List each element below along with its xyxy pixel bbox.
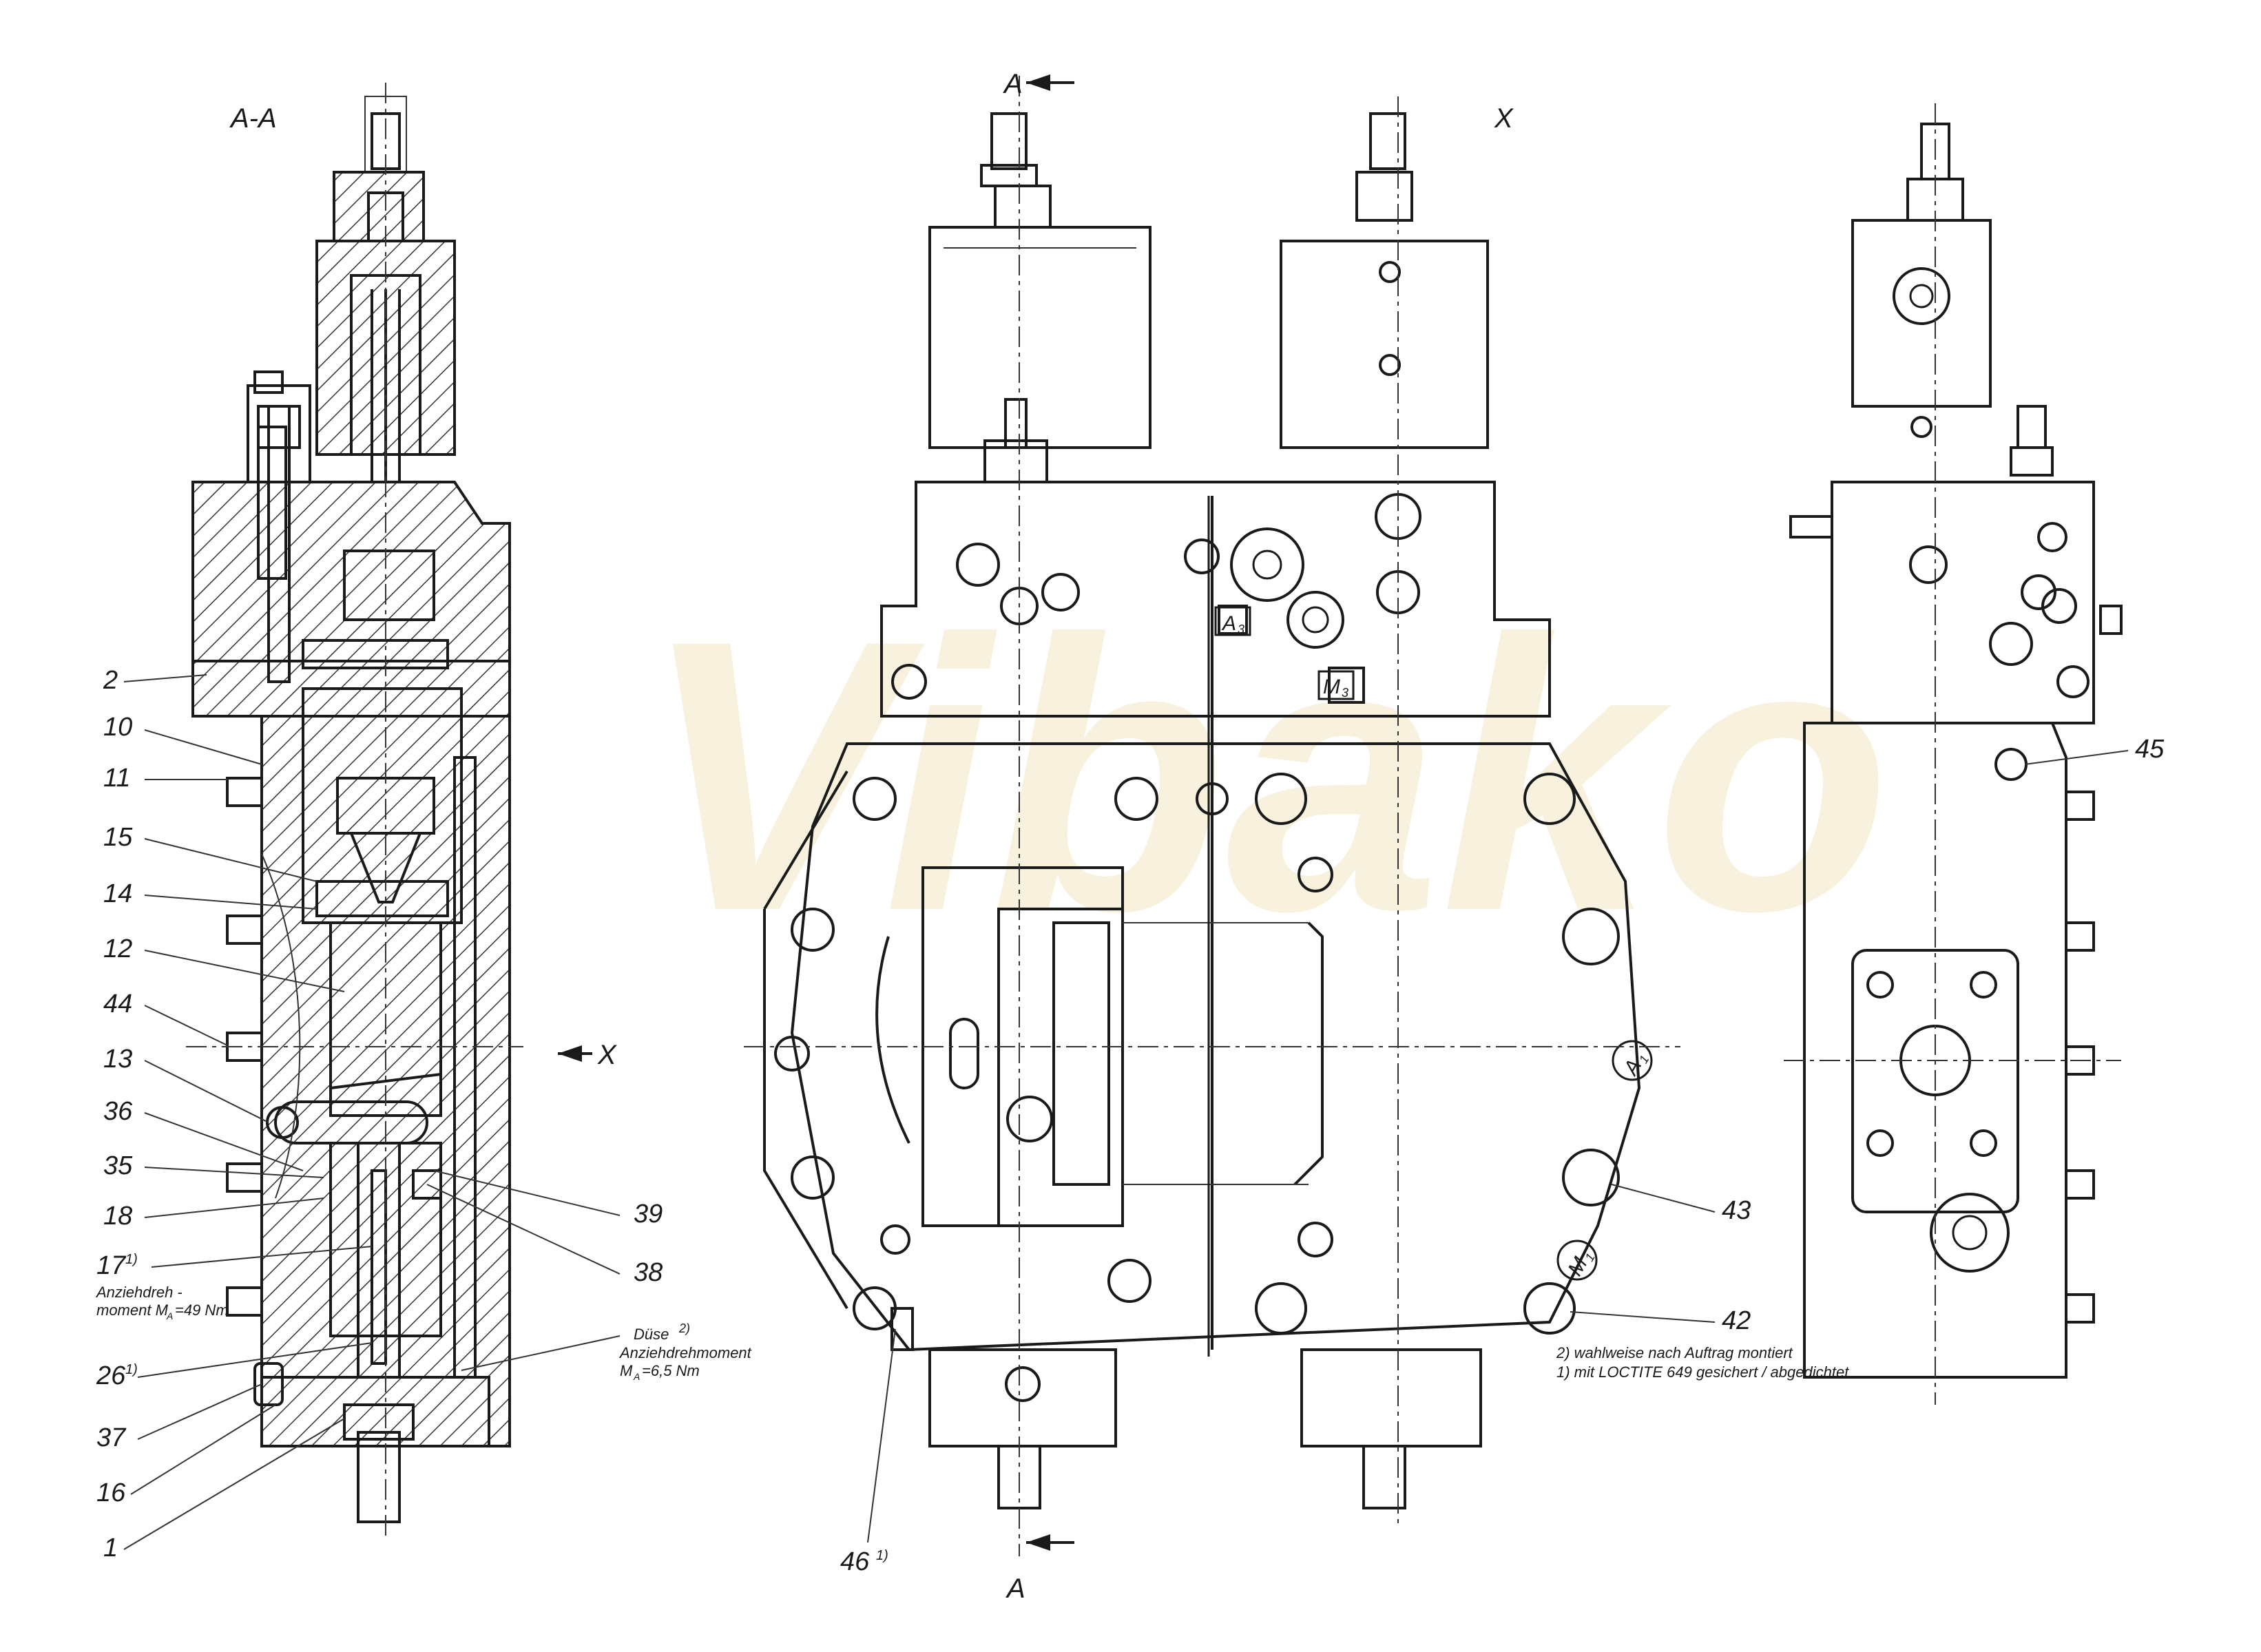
part-number: 14 (103, 879, 132, 908)
superscript: 1) (125, 1362, 138, 1377)
svg-text:Anziehdreh -: Anziehdreh - (95, 1284, 183, 1301)
part-number: 17 (96, 1251, 127, 1280)
footnotes: 2) wahlweise nach Auftrag montiert 1) mi… (1556, 1344, 1849, 1381)
part-number: 2 (103, 666, 118, 695)
svg-text:A: A (1221, 612, 1236, 635)
svg-text:3: 3 (1342, 686, 1348, 700)
svg-text:M: M (620, 1362, 633, 1379)
part-number: 43 (1722, 1196, 1751, 1225)
view-arrow-x: X (558, 1040, 617, 1070)
part-number: 12 (103, 934, 132, 963)
footnote-1: 1) mit LOCTITE 649 gesichert / abgedicht… (1556, 1363, 1849, 1381)
center-view (744, 74, 1680, 1556)
svg-text:Anziehdrehmoment: Anziehdrehmoment (618, 1344, 752, 1361)
part-number: 35 (103, 1151, 133, 1180)
svg-text:3: 3 (1238, 623, 1244, 636)
svg-text:2): 2) (678, 1321, 690, 1335)
duese-note: Düse 2) Anziehdrehmoment M A =6,5 Nm (461, 1321, 752, 1382)
part-number: 10 (103, 713, 132, 742)
svg-text:M: M (1323, 676, 1340, 698)
part-number: 42 (1722, 1306, 1751, 1335)
part-number: 11 (103, 764, 130, 793)
section-view-a-a (186, 83, 523, 1536)
footnote-2: 2) wahlweise nach Auftrag montiert (1556, 1344, 1793, 1361)
svg-text:A: A (166, 1310, 173, 1321)
svg-text:=49 Nm: =49 Nm (175, 1301, 229, 1319)
superscript: 1) (125, 1252, 138, 1267)
side-view-title: X (1494, 103, 1514, 134)
part-number: 1 (103, 1534, 118, 1562)
part-number: 15 (103, 823, 133, 852)
svg-text:Düse: Düse (634, 1326, 669, 1343)
section-title: A-A (229, 103, 277, 134)
port-a3: A 3 (1214, 606, 1251, 636)
part-number: 13 (103, 1045, 132, 1074)
watermark-text: Vibako (640, 560, 1890, 991)
torque-note-17: Anziehdreh - moment M A =49 Nm (95, 1284, 229, 1321)
part-number: 44 (103, 990, 132, 1018)
part-number: 39 (634, 1200, 663, 1228)
part-number: 38 (634, 1258, 663, 1287)
right-view (1784, 103, 2123, 1405)
svg-text:moment M: moment M (96, 1301, 169, 1319)
section-marker-top: A (1003, 69, 1023, 99)
svg-text:A: A (633, 1371, 640, 1382)
port-m1: M 1 (1563, 1251, 1597, 1279)
part-number: 46 (840, 1547, 870, 1576)
part-labels: 2 10 11 15 14 12 44 13 36 35 18 17 1) 26… (96, 666, 2165, 1576)
port-m3: M 3 (1317, 670, 1355, 700)
part-number: 26 (96, 1361, 126, 1390)
part-number: 18 (103, 1202, 132, 1231)
port-a1: A 1 (1618, 1053, 1652, 1080)
view-arrow-x-label: X (597, 1040, 617, 1070)
part-number: 37 (96, 1423, 127, 1452)
section-marker-bottom: A (1006, 1573, 1025, 1604)
part-number: 16 (96, 1478, 126, 1507)
part-number: 36 (103, 1097, 133, 1126)
svg-text:=6,5 Nm: =6,5 Nm (642, 1362, 700, 1379)
part-number: 45 (2135, 735, 2165, 764)
superscript: 1) (876, 1548, 888, 1563)
